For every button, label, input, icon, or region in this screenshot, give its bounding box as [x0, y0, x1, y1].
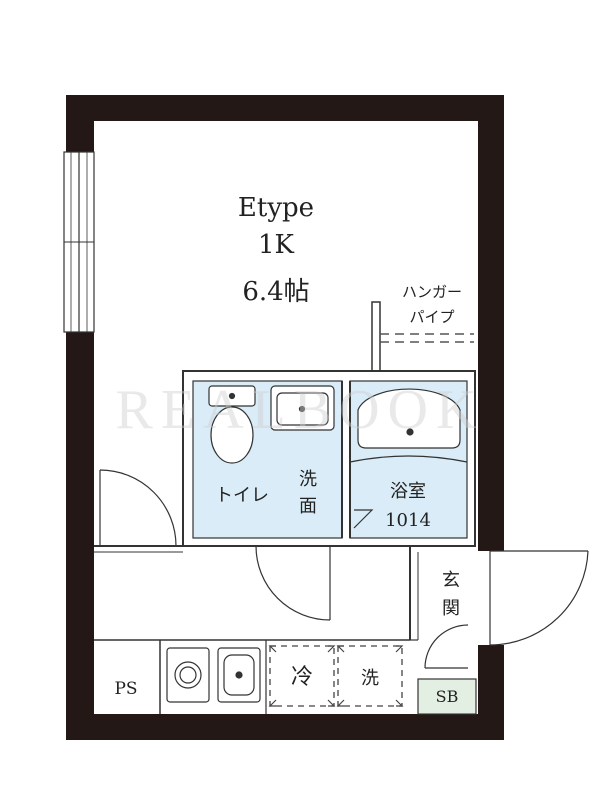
shoe-box-area [418, 679, 476, 713]
layout-label: 1K [258, 230, 295, 260]
hanger-pipe [380, 333, 474, 343]
bathtub-icon [349, 388, 468, 463]
watermark: REALBOOK [116, 379, 485, 441]
outer-walls [66, 95, 504, 740]
room-size-label: 6.4帖 [242, 277, 309, 307]
hanger-pipe-label-line1: ハンガー [402, 283, 462, 301]
kitchen-stove-icon [166, 647, 210, 703]
entrance-label-2: 関 [442, 598, 460, 619]
entrance-door [489, 550, 589, 646]
washroom-label-2: 面 [299, 496, 317, 517]
shoe-box-label: SB [436, 687, 459, 706]
shoebox-door [424, 624, 469, 669]
fridge-corner-arrows [268, 645, 336, 707]
bathroom-label: 浴室 [390, 481, 426, 502]
toilet-label: トイレ [215, 485, 269, 506]
hanger-pipe-label-line2: パイプ [409, 308, 454, 326]
bathroom-size-label: 1014 [385, 510, 431, 531]
bath-door [353, 509, 374, 529]
washer-space [337, 645, 403, 707]
entrance-label-1: 玄 [442, 570, 460, 591]
washroom-door [255, 545, 331, 621]
washroom-label-1: 洗 [299, 469, 317, 490]
washbasin-icon [270, 385, 335, 431]
washer-corner-arrows [336, 645, 404, 707]
ps-label: PS [114, 679, 137, 699]
window [63, 151, 95, 333]
interior-walls [94, 301, 477, 715]
fridge-label: 冷 [291, 665, 313, 690]
toilet-icon [208, 385, 256, 464]
unit-type-label: Etype [238, 193, 314, 223]
room-door [99, 469, 177, 547]
washer-label: 洗 [361, 668, 379, 689]
fridge-space [269, 645, 335, 707]
kitchen-sink-icon [217, 647, 261, 703]
